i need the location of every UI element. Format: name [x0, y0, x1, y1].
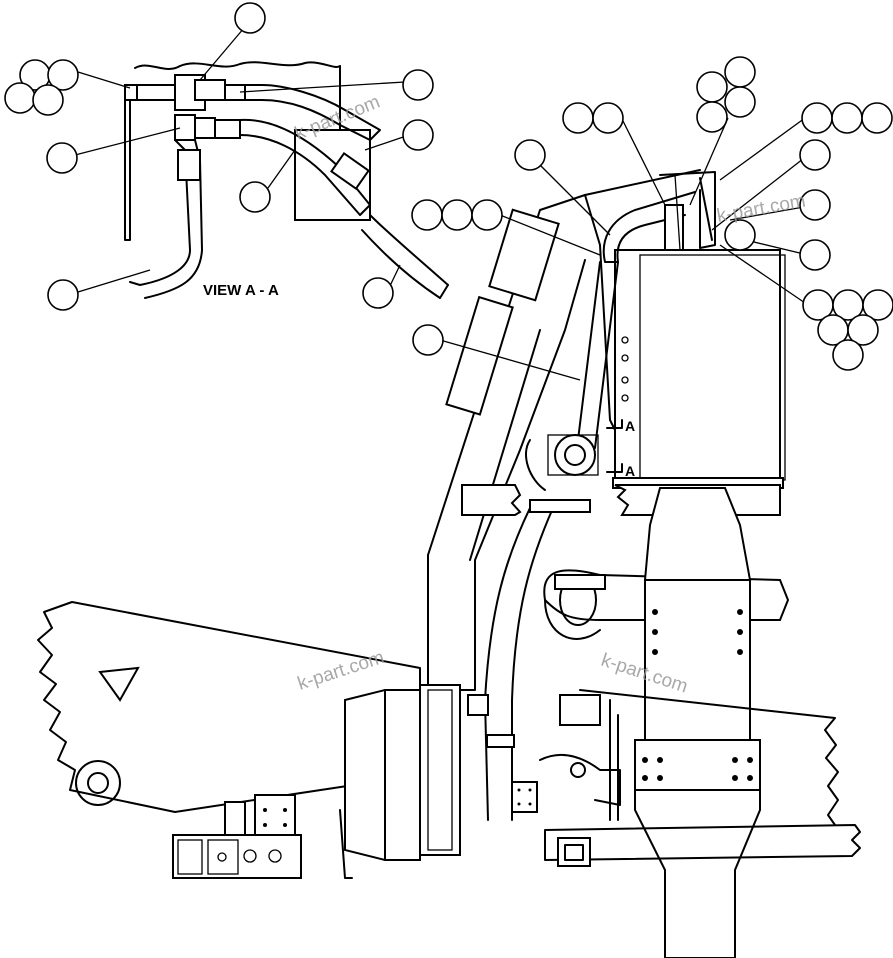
turbo-housing — [339, 684, 461, 879]
callout-bubble — [861, 102, 893, 134]
section-marks: A A — [606, 418, 635, 479]
callout-bubble — [832, 339, 864, 371]
lower-valve-block — [172, 794, 302, 879]
callout-bubble — [402, 119, 434, 151]
callout-bubble — [471, 199, 503, 231]
callout-bubble — [234, 2, 266, 34]
exhaust-elbow — [602, 171, 716, 263]
section-mark-top: A — [625, 418, 635, 434]
callout-bubble — [847, 314, 879, 346]
section-mark-bottom: A — [625, 463, 635, 479]
callout-bubble — [724, 219, 756, 251]
callout-bubble — [696, 101, 728, 133]
callout-bubble — [514, 139, 546, 171]
watermark-text: k-part.com — [295, 647, 387, 695]
leader-lines — [74, 27, 816, 381]
view-label: VIEW A - A — [203, 282, 279, 299]
callout-bubble — [799, 239, 831, 271]
watermark-text: k-part.com — [715, 191, 807, 227]
callout-bubble — [32, 84, 64, 116]
callout-bubble — [47, 279, 79, 311]
callout-bubble — [724, 56, 756, 88]
callout-bubble — [801, 102, 833, 134]
callout-bubble — [592, 102, 624, 134]
callout-bubble — [862, 289, 893, 321]
callout-bubble — [402, 69, 434, 101]
frame-boom — [37, 601, 421, 813]
view-a-a-inset: VIEW A - A — [124, 61, 449, 299]
callout-bubble — [412, 324, 444, 356]
callout-bubble — [799, 139, 831, 171]
central-exhaust-tube — [634, 487, 761, 958]
callout-bubbles — [4, 2, 893, 371]
callout-bubble — [47, 59, 79, 91]
callout-bubble — [46, 142, 78, 174]
callout-bubble — [562, 102, 594, 134]
callout-bubble — [441, 199, 473, 231]
long-hose — [467, 499, 591, 821]
callout-bubble — [724, 86, 756, 118]
callout-bubble — [696, 71, 728, 103]
callout-bubble — [362, 277, 394, 309]
callout-bubble — [239, 181, 271, 213]
right-rail — [539, 689, 861, 867]
riser-pipe — [525, 261, 619, 491]
callout-bubble — [799, 189, 831, 221]
callout-bubble — [831, 102, 863, 134]
muffler-box — [612, 249, 786, 489]
callout-bubble — [411, 199, 443, 231]
callout-bubble — [4, 82, 36, 114]
